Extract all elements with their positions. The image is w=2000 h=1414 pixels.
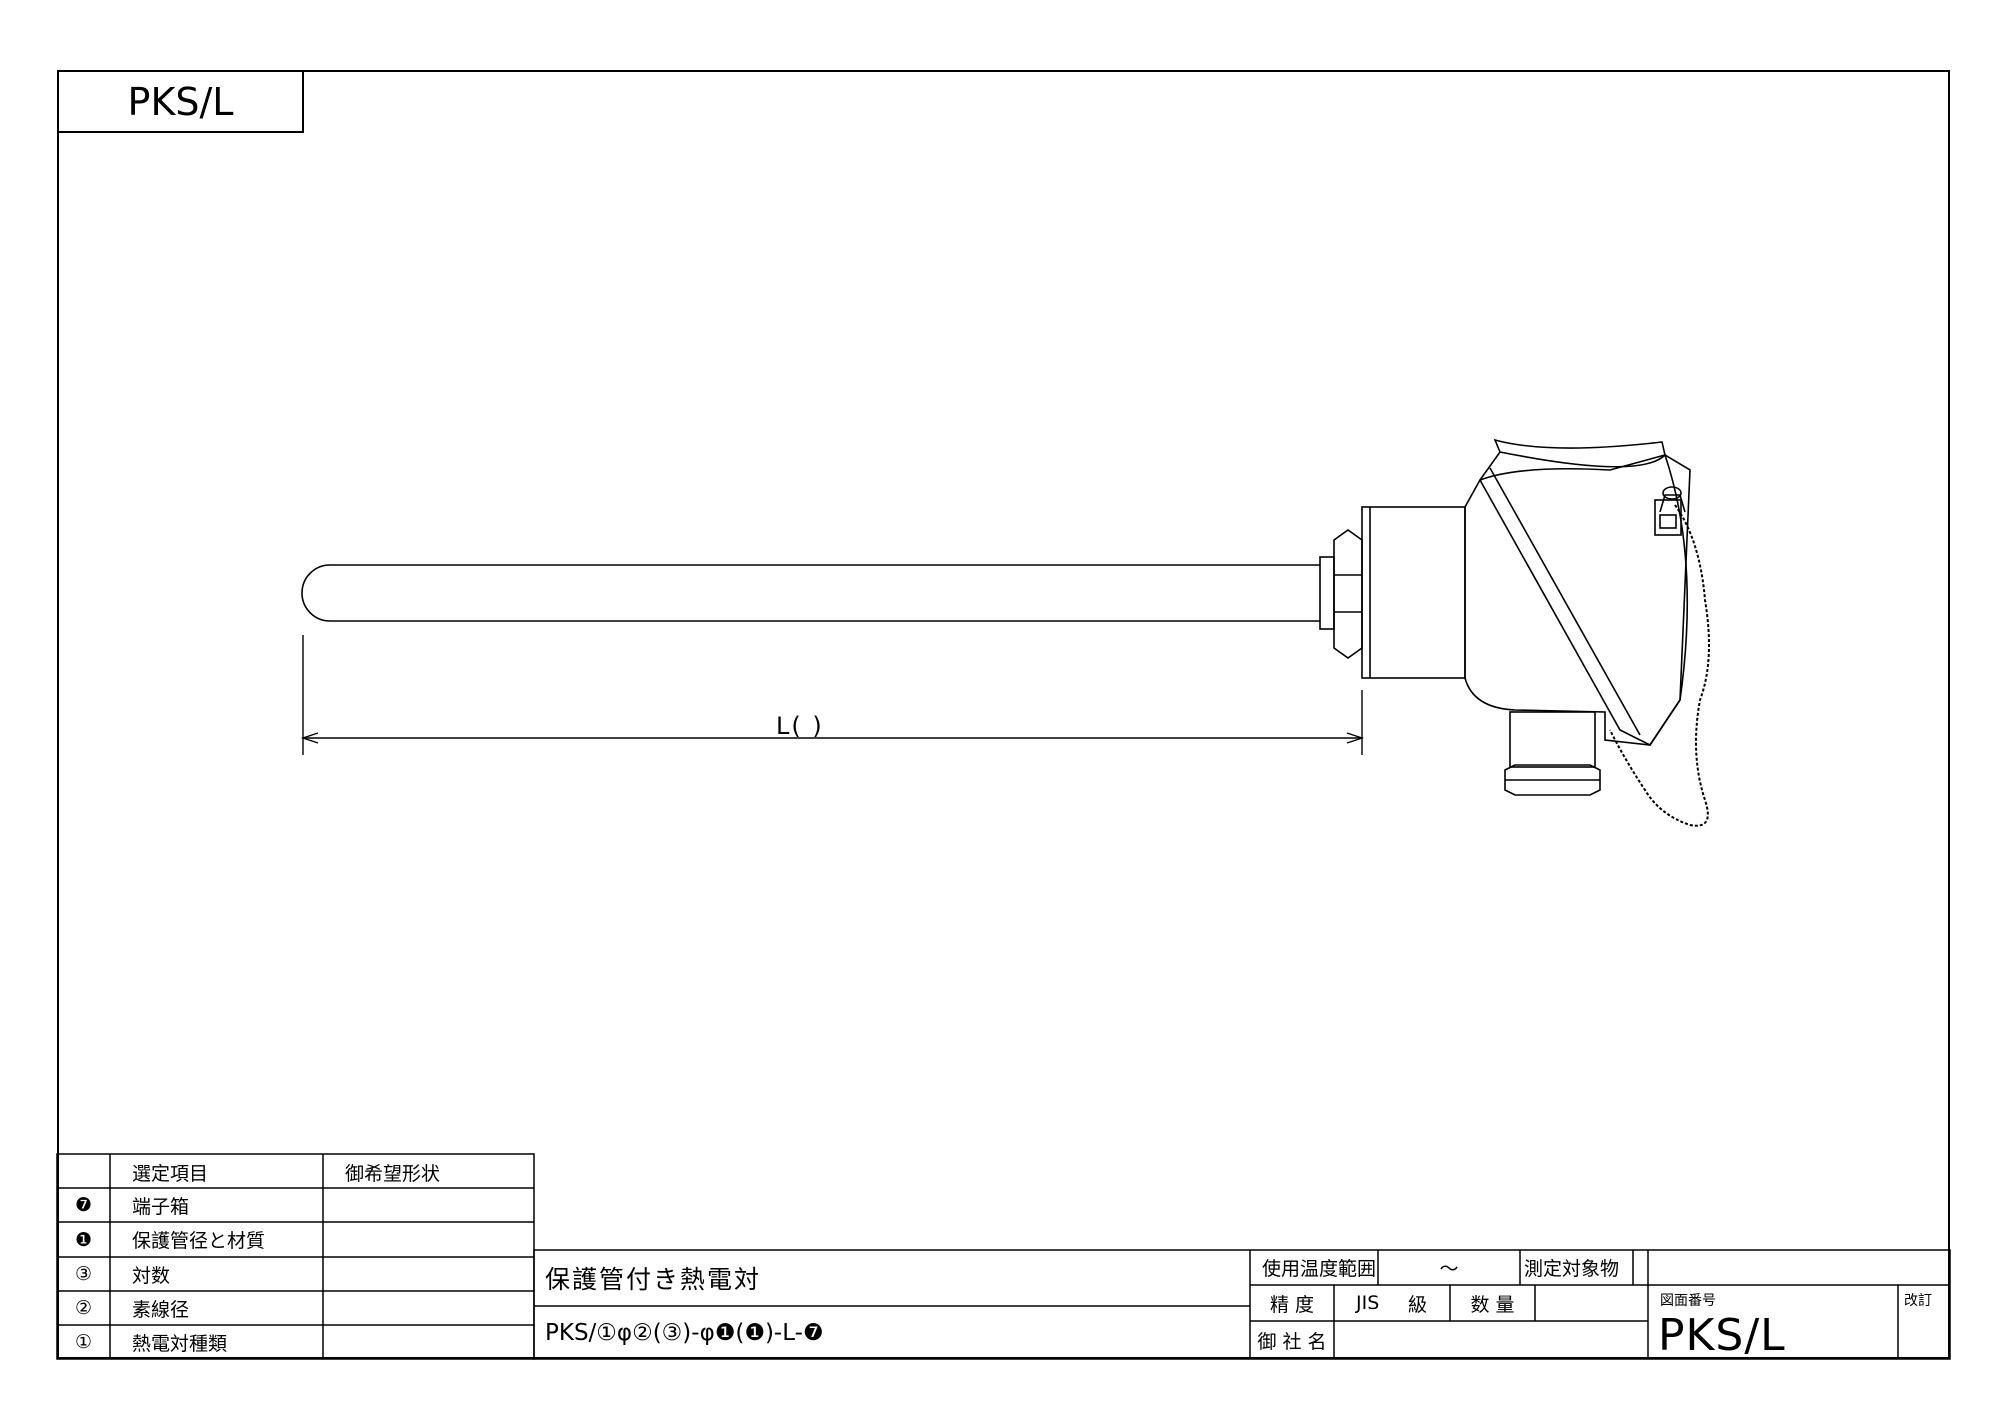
tube-fitting [1319, 556, 1335, 630]
cable-gland [1509, 711, 1596, 768]
row-item-thermocouple-type: 熱電対種類 [132, 1332, 228, 1355]
product-name: 保護管付き熱電対 [545, 1265, 762, 1294]
row-mark-1-filled: ❶ [74, 1228, 93, 1251]
row-mark-2: ② [74, 1297, 93, 1319]
model-code: PKS/①φ②(③)-φ❶(❶)-L-❼ [545, 1319, 824, 1346]
measured-object-label: 測定対象物 [1524, 1258, 1620, 1280]
table-header-item: 選定項目 [132, 1162, 209, 1185]
top-screw [1659, 494, 1686, 513]
row-item-tube-material: 保護管径と材質 [132, 1230, 266, 1252]
accuracy-standard: JIS [1356, 1292, 1380, 1314]
table-header-desired: 御希望形状 [345, 1162, 441, 1185]
row-mark-3: ③ [74, 1263, 93, 1285]
row-item-pairs: 対数 [132, 1264, 171, 1287]
row-item-wire-diameter: 素線径 [132, 1298, 190, 1321]
hex-nut [1333, 529, 1363, 659]
corner-title-tag: PKS/L [57, 70, 304, 133]
terminal-head-lid [1479, 451, 1689, 747]
accuracy-label: 精 度 [1269, 1293, 1315, 1316]
length-dimension [300, 635, 1365, 755]
grade-label: 級 [1408, 1293, 1428, 1316]
lid-chain [1609, 504, 1710, 827]
row-mark-7: ❼ [74, 1194, 93, 1216]
terminal-head-body [1464, 454, 1691, 746]
selection-table-lines [56, 1153, 535, 1360]
length-dimension-label: L( ) [776, 712, 824, 740]
quantity-label: 数 量 [1470, 1293, 1515, 1316]
drawing-number-label: 図面番号 [1660, 1293, 1716, 1309]
row-item-terminal-box: 端子箱 [132, 1195, 190, 1218]
drawing-frame [57, 70, 1950, 1359]
row-mark-1: ① [74, 1331, 93, 1353]
lid-screw [1654, 499, 1682, 536]
gland-nut [1504, 764, 1601, 796]
title-block-lines [533, 1249, 1951, 1360]
temp-range-value: 〜 [1439, 1258, 1459, 1280]
customer-name-label: 御 社 名 [1257, 1330, 1327, 1353]
protection-tube [301, 564, 1320, 622]
revision-label: 改訂 [1904, 1293, 1932, 1309]
temp-range-label: 使用温度範囲 [1262, 1258, 1377, 1280]
drawing-number: PKS/L [1658, 1309, 1786, 1361]
head-neck [1361, 506, 1466, 679]
